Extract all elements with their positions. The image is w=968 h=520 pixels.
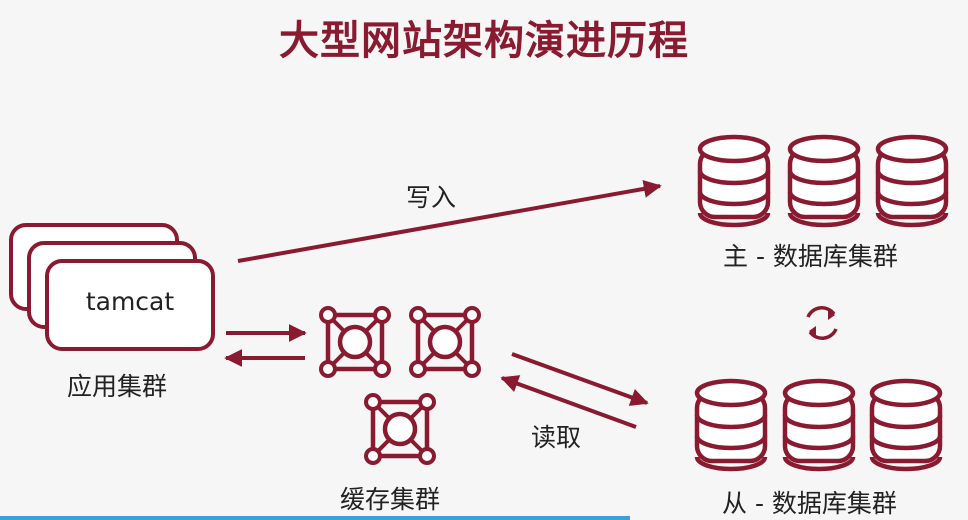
cache-node-icon: [411, 308, 479, 376]
slave-to-cache-arrow: [500, 375, 637, 429]
database-icon: [700, 137, 768, 225]
database-icon: [872, 381, 940, 469]
read-label: 读取: [531, 423, 582, 452]
master-db-label: 主 - 数据库集群: [723, 242, 898, 271]
write-arrow: [237, 179, 662, 263]
database-icon: [697, 381, 765, 469]
tomcat-node-label: tamcat: [85, 287, 175, 316]
write-label: 写入: [406, 183, 457, 212]
sync-icon: [806, 306, 838, 340]
database-icon: [785, 381, 853, 469]
cache-node-icon: [366, 395, 434, 463]
cache-node-icon: [321, 308, 389, 376]
cache-to-slave-arrow: [511, 352, 649, 406]
page-title: 大型网站架构演进历程: [279, 18, 689, 64]
slave-db-label: 从 - 数据库集群: [722, 489, 897, 518]
cache-cluster-label: 缓存集群: [340, 485, 441, 514]
database-icon: [878, 137, 946, 225]
app-cluster-label: 应用集群: [67, 372, 168, 401]
database-icon: [790, 137, 858, 225]
progress-bar[interactable]: [0, 516, 630, 520]
server-card-icon: [9, 223, 215, 351]
